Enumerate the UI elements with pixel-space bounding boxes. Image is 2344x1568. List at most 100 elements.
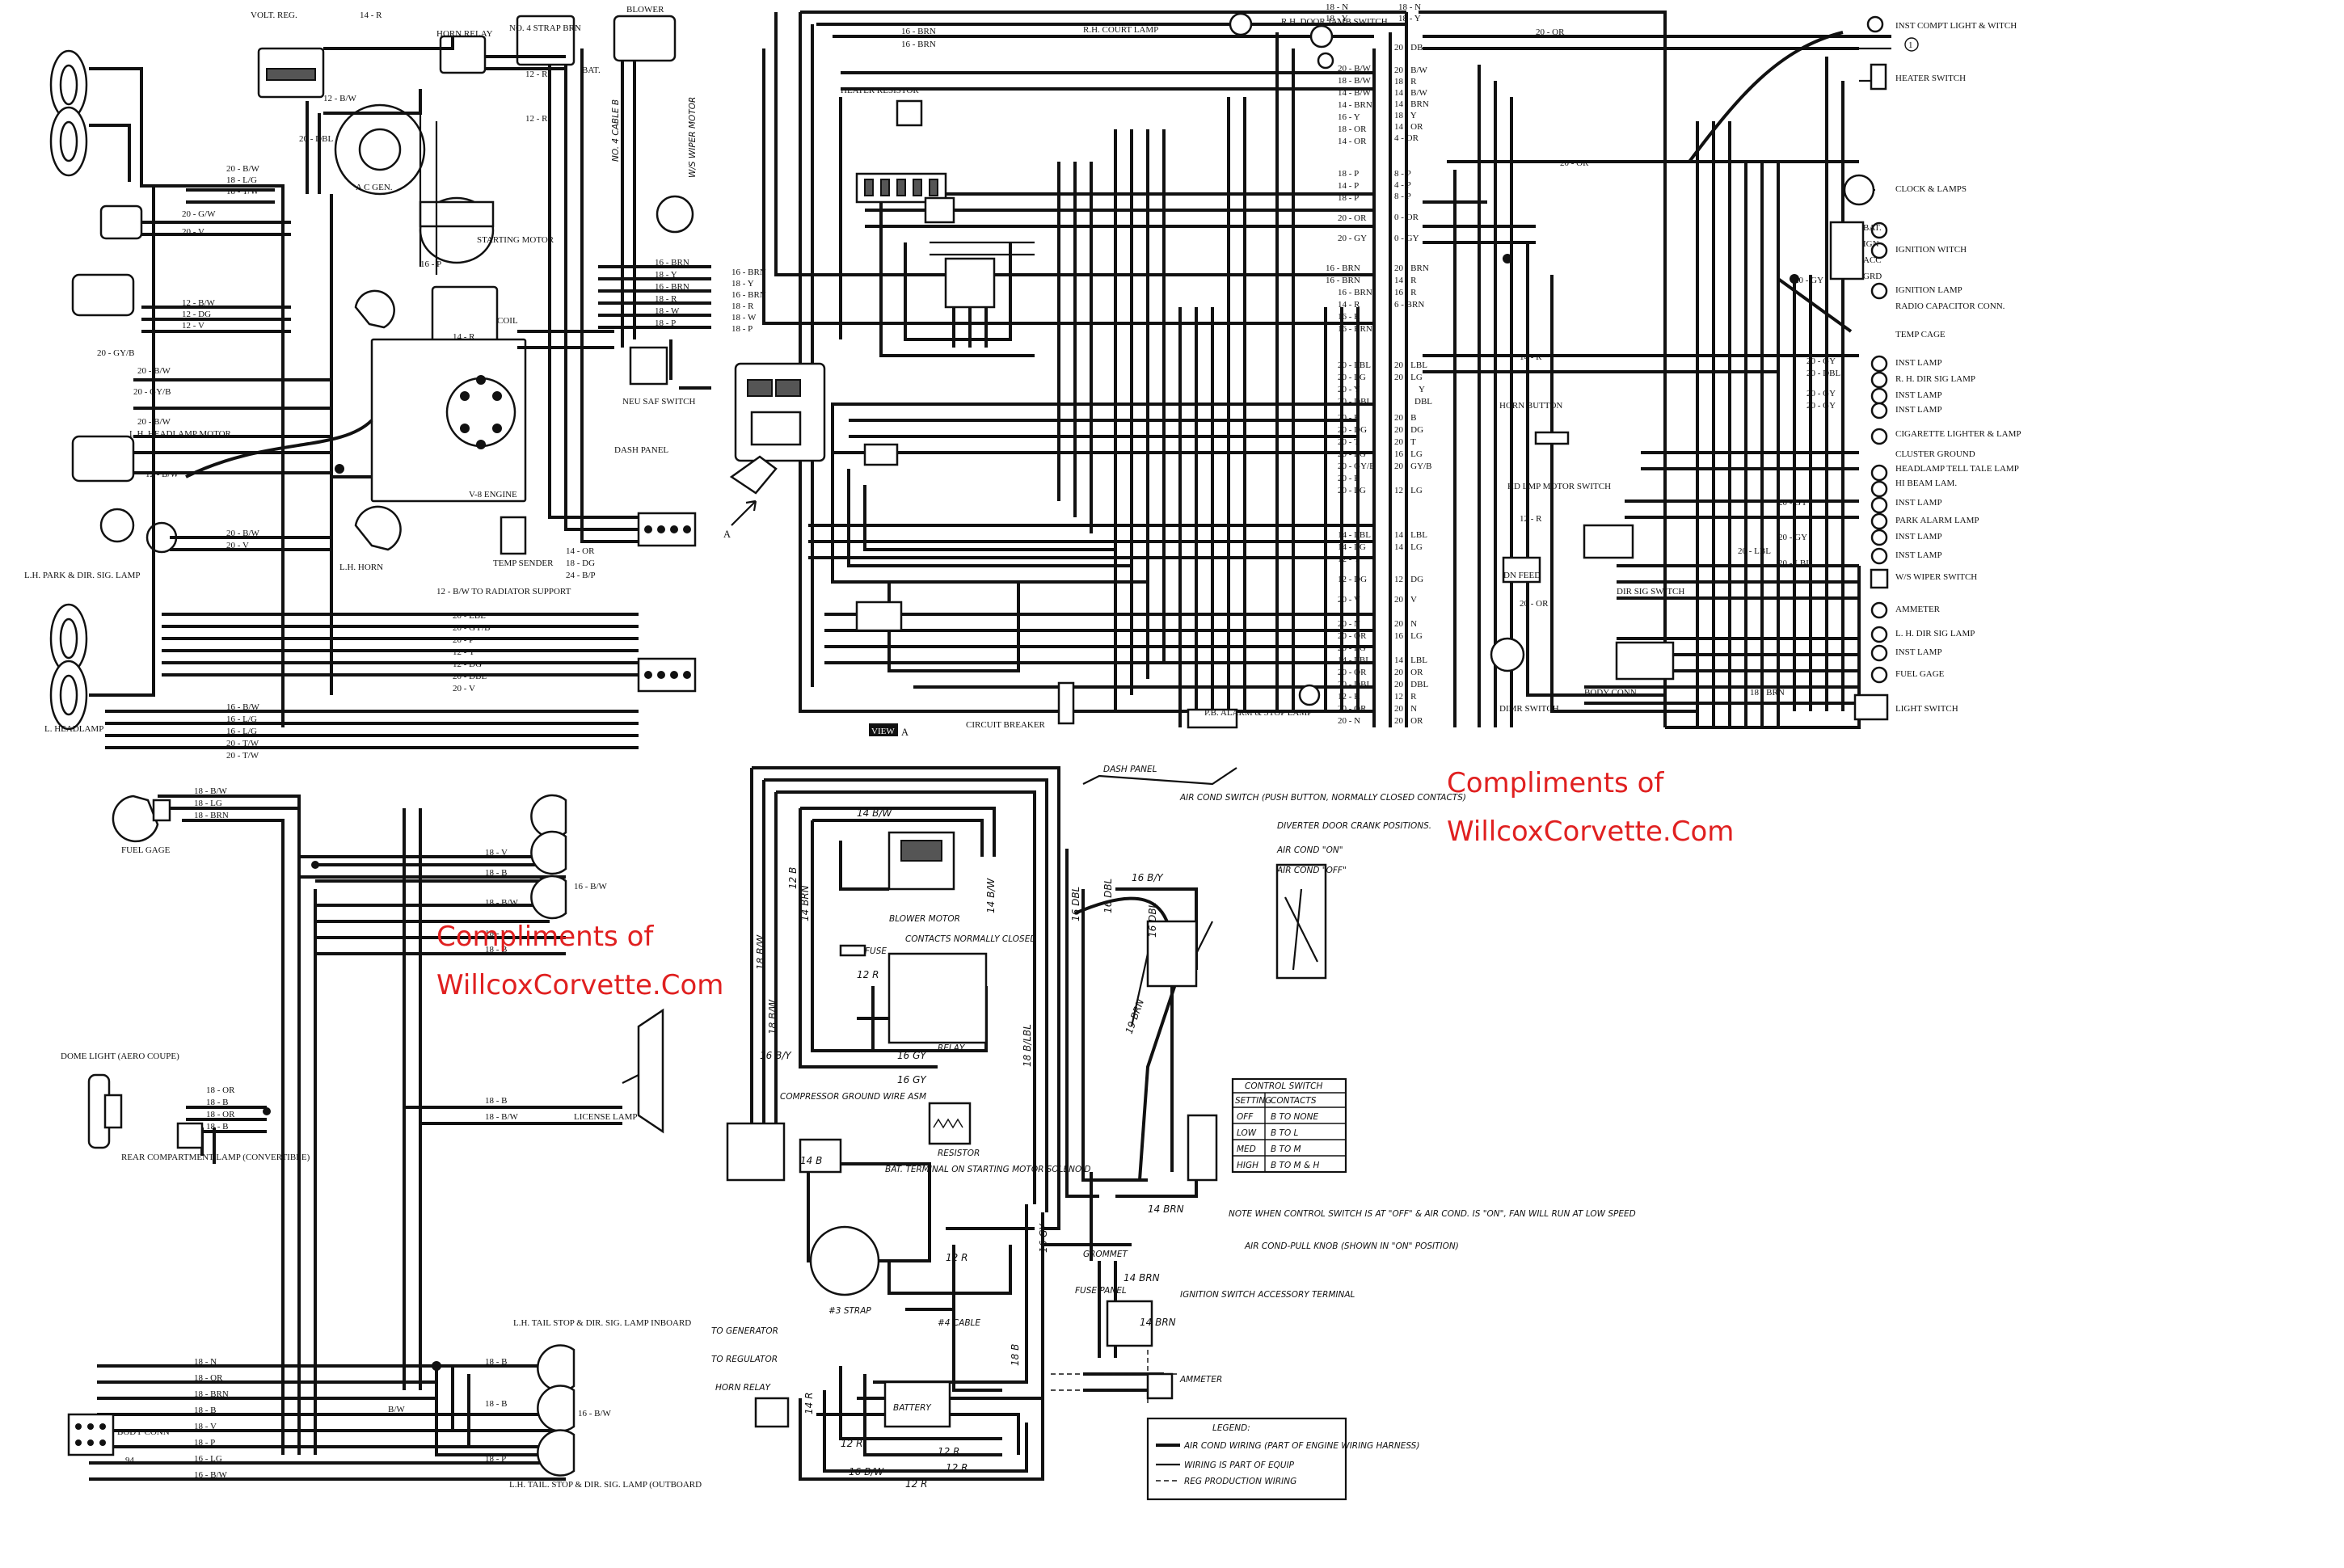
to-regulator-label: TO REGULATOR (711, 1355, 778, 1364)
control-table-title: CONTROL SWITCH (1245, 1081, 1323, 1091)
lh-tail-lamp-inboard (537, 1344, 575, 1432)
svg-text:16 - BRN: 16 - BRN (1326, 276, 1360, 285)
dash-wire-codes-right: 18 - N 18 - Y 16 - BRN 16 - BRN 20 - B/W… (1326, 2, 1375, 726)
svg-text:16 - BRN: 16 - BRN (901, 40, 936, 49)
svg-text:20 - OR: 20 - OR (1520, 599, 1549, 609)
svg-text:12 R: 12 R (946, 1462, 968, 1473)
ac-fuse (839, 944, 866, 957)
heater-resistor (896, 99, 923, 127)
svg-text:12 - Y: 12 - Y (453, 647, 475, 657)
engine-wire-codes-bottom: 20 - LBL 20 - GY/B 20 - P 12 - Y 12 - DG… (226, 611, 490, 761)
body-conn-label: BODY CONN (117, 1427, 170, 1437)
svg-text:16 - BRN: 16 - BRN (1326, 263, 1360, 273)
svg-text:18 B/W: 18 B/W (755, 934, 766, 970)
svg-text:20 - OR: 20 - OR (1394, 668, 1423, 677)
svg-text:14 - LG: 14 - LG (1394, 542, 1423, 552)
svg-text:20 - DBL: 20 - DBL (1338, 397, 1372, 407)
svg-text:18 - B/W: 18 - B/W (1338, 76, 1372, 86)
circuit-breaker (1057, 681, 1075, 725)
control-switch-table: CONTROL SWITCH SETTING CONTACTS OFF B TO… (1231, 1077, 1347, 1174)
strap-label: #3 STRAP (828, 1306, 871, 1316)
svg-text:20 - DBL: 20 - DBL (1806, 369, 1840, 378)
svg-text:20 - DBL: 20 - DBL (299, 134, 333, 144)
svg-text:18 - B: 18 - B (485, 1357, 508, 1367)
svg-text:24 - B/P: 24 - B/P (566, 571, 596, 580)
svg-text:16 B/Y: 16 B/Y (760, 1050, 792, 1061)
horn-relay (439, 35, 487, 74)
note-label: NOTE WHEN CONTROL SWITCH IS AT "OFF" & A… (1229, 1209, 1636, 1219)
svg-text:16 - B/W: 16 - B/W (226, 702, 260, 712)
svg-text:B TO M & H: B TO M & H (1271, 1161, 1319, 1170)
lh-park-label: L.H. PARK & DIR. SIG. LAMP (24, 571, 141, 580)
svg-text:20 - BRN: 20 - BRN (1394, 263, 1429, 273)
svg-text:12 - DG: 12 - DG (1394, 575, 1423, 584)
svg-text:TEMP CAGE: TEMP CAGE (1895, 330, 1946, 339)
svg-text:20 - OR: 20 - OR (1338, 631, 1367, 641)
battery-label: BATTERY (893, 1403, 932, 1413)
svg-text:20 - OR: 20 - OR (1338, 668, 1367, 677)
svg-text:18 - OR: 18 - OR (206, 1085, 235, 1095)
engine-wire-codes-top: 14 - R 12 - B/W 20 - DBL 12 - R 12 - R (299, 11, 548, 144)
firewall-connector-illustration (729, 362, 826, 495)
svg-text:SETTING: SETTING (1235, 1096, 1271, 1106)
v8-label: V-8 ENGINE (469, 490, 517, 499)
wiper-motor (656, 195, 694, 234)
svg-text:CONTACTS: CONTACTS (1271, 1096, 1317, 1106)
svg-text:14 B/W: 14 B/W (857, 807, 892, 819)
svg-text:18 - B: 18 - B (485, 1096, 508, 1106)
svg-text:16 - LG: 16 - LG (1394, 449, 1423, 459)
ac-off-label: AIR COND "OFF" (1276, 866, 1347, 875)
svg-text:14 - LBL: 14 - LBL (1338, 655, 1371, 665)
svg-text:16 - Y: 16 - Y (1338, 112, 1360, 122)
svg-text:R. H. DIR SIG LAMP: R. H. DIR SIG LAMP (1895, 374, 1975, 384)
svg-text:16 - BRN: 16 - BRN (901, 27, 936, 36)
svg-text:20 - GY: 20 - GY (1794, 276, 1823, 285)
svg-text:20 - DG: 20 - DG (1338, 425, 1367, 435)
horn-button (1534, 431, 1570, 445)
svg-text:12 - B/W: 12 - B/W (323, 94, 357, 103)
svg-text:16 - L/G: 16 - L/G (226, 727, 257, 736)
num-label: 94 (125, 1456, 135, 1465)
svg-text:20 - DBL: 20 - DBL (1338, 680, 1372, 689)
dome-light (87, 1073, 123, 1149)
svg-text:Y: Y (1419, 385, 1425, 394)
svg-text:12 - R: 12 - R (1520, 514, 1542, 524)
svg-text:12 - B/W: 12 - B/W (182, 298, 216, 308)
svg-text:20 - B: 20 - B (1338, 474, 1360, 483)
engine-wire-codes-left: 20 - B/W 18 - L/G 18 - T/W 20 - G/W 20 -… (97, 164, 260, 550)
engine-wire-codes-mid: 16 - BRN 18 - Y 16 - BRN 18 - R 18 - W 1… (420, 258, 689, 580)
ammeter (1146, 1372, 1174, 1400)
svg-text:20 - LG: 20 - LG (1338, 373, 1366, 382)
lh-park-lamp (99, 204, 143, 240)
svg-text:18 - P: 18 - P (194, 1438, 215, 1448)
svg-text:20 - LBL: 20 - LBL (1394, 360, 1427, 370)
rear-compartment-lamp (176, 1122, 204, 1149)
svg-text:6 - BRN: 6 - BRN (1394, 300, 1424, 310)
blower-label: BLOWER (626, 5, 664, 15)
headlamp-label: L. HEADLAMP (44, 724, 103, 734)
svg-text:20 - GY: 20 - GY (1806, 401, 1836, 411)
body-connector (1615, 641, 1675, 681)
svg-text:0 - OR: 0 - OR (1394, 213, 1419, 222)
legend-title: LEGEND: (1212, 1423, 1250, 1433)
a-marker: A (723, 529, 731, 540)
svg-text:18 - BRN: 18 - BRN (1750, 688, 1785, 698)
svg-text:20 - LBL: 20 - LBL (1338, 360, 1371, 370)
lh-headlamp-upper (49, 49, 88, 177)
svg-text:20 - LG: 20 - LG (1338, 643, 1366, 653)
dn-feed-connector (1502, 556, 1541, 584)
hd-lamp-motor-label: HD LMP MOTOR SWITCH (1507, 482, 1611, 491)
svg-text:12 - DG: 12 - DG (182, 310, 211, 319)
blower-motor-label: BLOWER MOTOR (889, 914, 960, 924)
svg-text:14 - OR: 14 - OR (1338, 137, 1367, 146)
svg-text:4 - P: 4 - P (1394, 180, 1411, 190)
ac-dash-panel-label: DASH PANEL (1103, 765, 1157, 774)
svg-text:16 - BRN: 16 - BRN (731, 268, 766, 277)
svg-text:INST COMPT LIGHT & WITCH: INST COMPT LIGHT & WITCH (1895, 21, 2017, 31)
svg-text:20 - GY: 20 - GY (1778, 533, 1807, 542)
diverter-door (1275, 863, 1327, 980)
dome-light-label: DOME LIGHT (AERO COUPE) (61, 1052, 179, 1061)
svg-text:16 - BRN: 16 - BRN (655, 282, 689, 292)
svg-text:16 - BRN: 16 - BRN (655, 258, 689, 268)
svg-text:18 - R: 18 - R (731, 301, 754, 311)
